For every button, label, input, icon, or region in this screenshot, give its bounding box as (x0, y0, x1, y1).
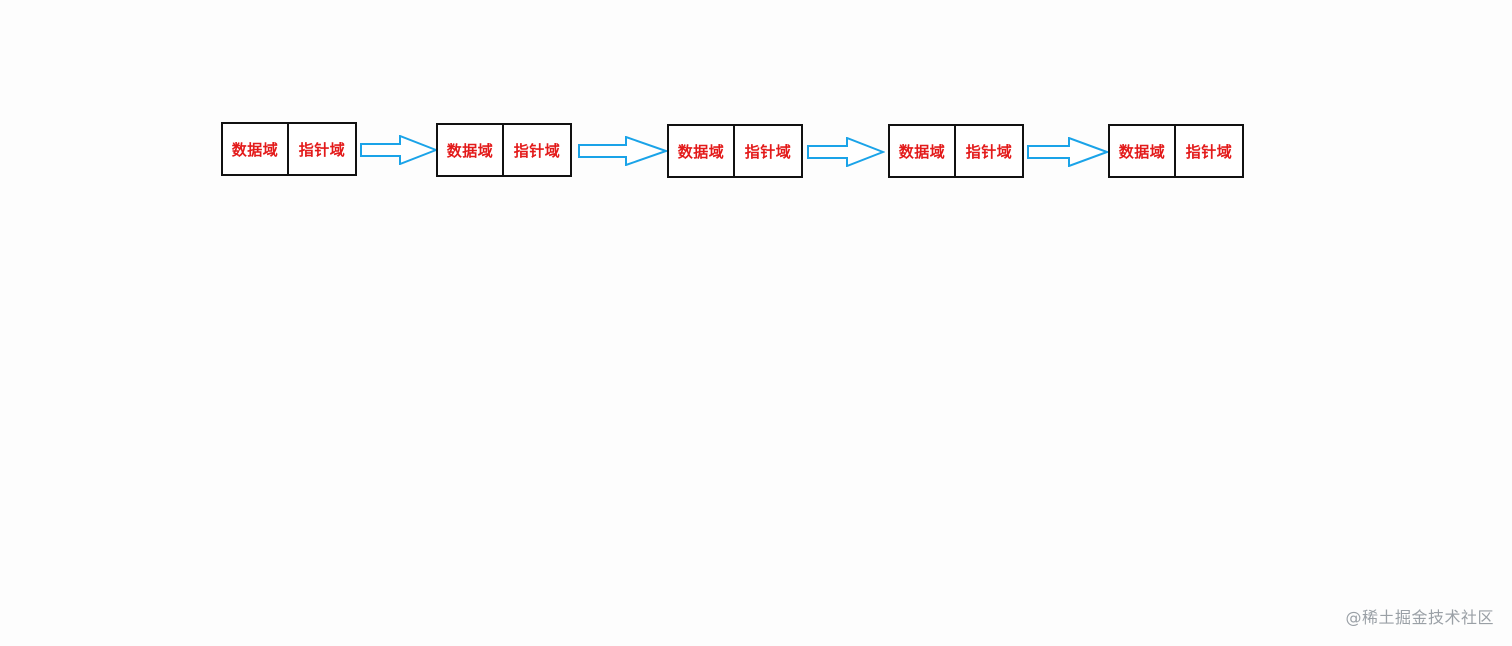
data-field-5: 数据域 (1110, 126, 1176, 176)
data-field-4: 数据域 (890, 126, 956, 176)
list-node-4: 数据域 指针域 (888, 124, 1024, 178)
arrow-right-icon-2 (578, 136, 668, 166)
pointer-field-3: 指针域 (744, 142, 792, 161)
arrow-right-icon-4 (1027, 137, 1109, 167)
pointer-field-4: 指针域 (965, 142, 1013, 161)
pointer-field-5: 指针域 (1185, 142, 1233, 161)
list-node-2: 数据域 指针域 (436, 123, 572, 177)
list-node-1: 数据域 指针域 (221, 122, 357, 176)
data-field-1: 数据域 (223, 124, 289, 174)
pointer-field-1: 指针域 (298, 140, 346, 159)
watermark: @稀土掘金技术社区 (1345, 608, 1494, 627)
arrow-right-icon-3 (807, 137, 885, 167)
pointer-field-2: 指针域 (513, 141, 561, 160)
list-node-3: 数据域 指针域 (667, 124, 803, 178)
data-field-3: 数据域 (669, 126, 735, 176)
data-field-2: 数据域 (438, 125, 504, 175)
arrow-right-icon-1 (360, 135, 438, 165)
list-node-5: 数据域 指针域 (1108, 124, 1244, 178)
